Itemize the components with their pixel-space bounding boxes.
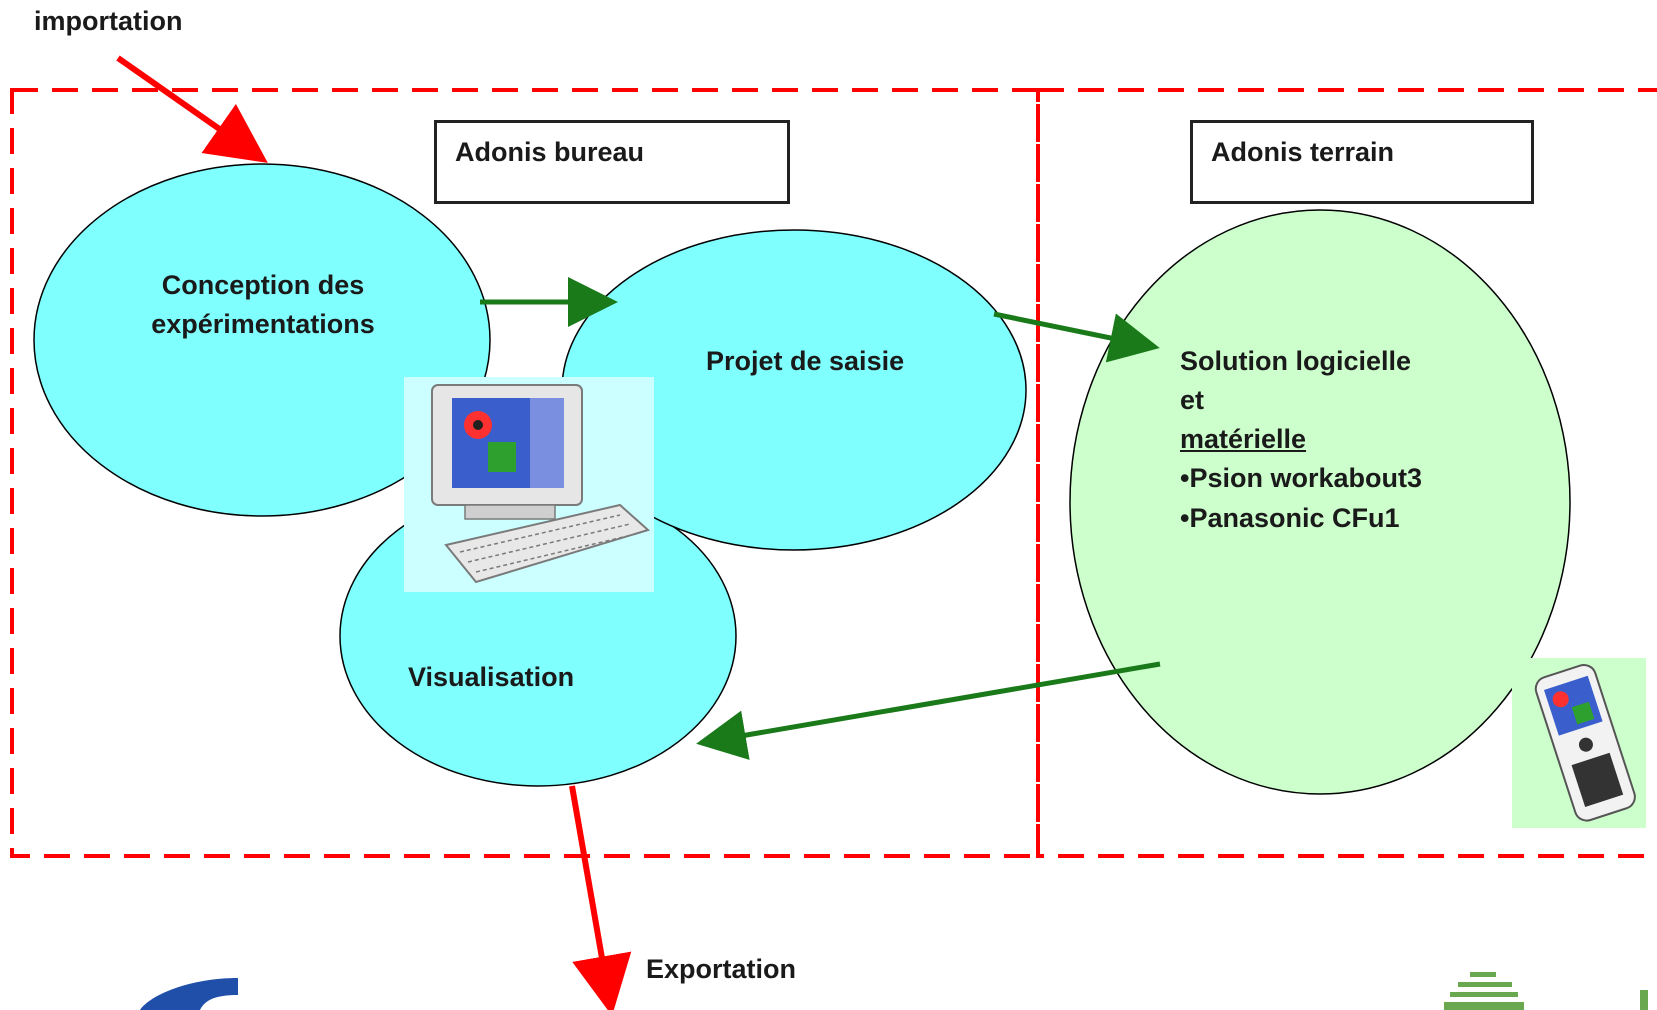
solution-label-line3: matérielle xyxy=(1180,424,1307,455)
solution-label-line2: et xyxy=(1180,385,1205,416)
adonis-logo-icon xyxy=(1444,972,1648,1010)
conception-label-line2: expérimentations xyxy=(151,309,375,340)
arrow-solution-to-visualisation xyxy=(696,661,1161,760)
adonis-bureau-box: Adonis bureau xyxy=(434,120,790,204)
importation-arrow xyxy=(116,55,268,163)
conception-label: Conception des expérimentations xyxy=(118,266,408,344)
importation-label: importation xyxy=(34,6,183,36)
solution-bullet-panasonic: •Panasonic CFu1 xyxy=(1180,502,1400,533)
conception-ellipse xyxy=(33,163,491,517)
handheld-device-icon xyxy=(1512,658,1646,828)
projet-label: Projet de saisie xyxy=(706,346,905,376)
exportation-arrow xyxy=(569,785,632,1010)
arrow-projet-to-solution xyxy=(993,311,1160,363)
bureau-region-border xyxy=(10,88,1040,858)
adonis-terrain-label: Adonis terrain xyxy=(1211,137,1395,167)
exportation-label: Exportation xyxy=(646,954,797,984)
desktop-computer-icon xyxy=(404,377,654,592)
adonis-terrain-box: Adonis terrain xyxy=(1190,120,1534,204)
adonis-bureau-label: Adonis bureau xyxy=(455,137,645,167)
conception-label-line1: Conception des xyxy=(161,270,365,300)
visualisation-label: Visualisation xyxy=(408,662,575,692)
terrain-region-border xyxy=(1036,88,1657,858)
solution-bullet-psion: •Psion workabout3 xyxy=(1180,463,1422,494)
solution-label-line1: Solution logicielle xyxy=(1180,346,1412,376)
solution-label: Solution logicielle et matérielle •Psion… xyxy=(1180,342,1422,538)
solution-ellipse xyxy=(1069,209,1571,795)
bottom-left-logo-icon xyxy=(140,978,238,1010)
